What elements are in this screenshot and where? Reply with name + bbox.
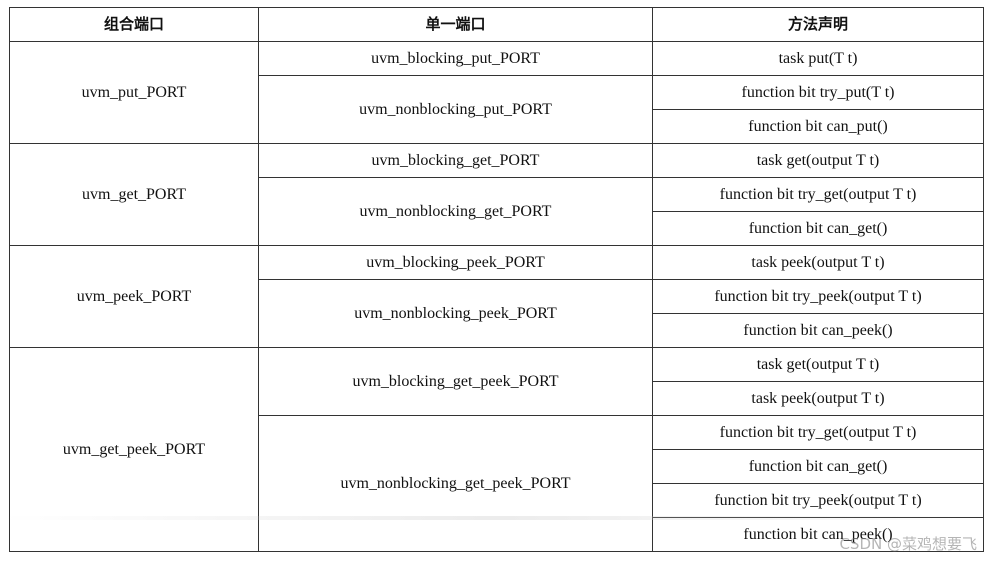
- method-declaration-cell: function bit can_peek(): [652, 313, 984, 348]
- method-declaration-cell: function bit can_peek(): [652, 517, 984, 552]
- combo-port-cell: uvm_get_peek_PORT: [9, 347, 259, 552]
- table-row: task peek(output T t): [10, 381, 984, 416]
- single-port-cell: uvm_nonblocking_get_peek_PORT: [258, 415, 653, 552]
- single-port-cell: uvm_nonblocking_get_PORT: [258, 177, 653, 246]
- method-declaration-cell: function bit try_get(output T t): [652, 415, 984, 450]
- method-declaration-cell: task peek(output T t): [652, 245, 984, 280]
- combo-port-cell: uvm_put_PORT: [9, 41, 259, 144]
- method-declaration-cell: function bit can_get(): [652, 211, 984, 246]
- method-declaration-cell: function bit can_get(): [652, 449, 984, 484]
- method-declaration-cell: function bit try_put(T t): [652, 75, 984, 110]
- header-single-port: 单一端口: [258, 7, 653, 42]
- method-declaration-cell: task peek(output T t): [652, 381, 984, 416]
- method-declaration-cell: task get(output T t): [652, 143, 984, 178]
- table-row: function bit can_get(): [10, 449, 984, 484]
- header-row: 组合端口 单一端口 方法声明: [9, 7, 984, 42]
- method-declaration-cell: task put(T t): [652, 41, 984, 76]
- header-method-declaration: 方法声明: [652, 7, 984, 42]
- method-declaration-cell: task get(output T t): [652, 347, 984, 382]
- table-row: function bit try_peek(output T t): [10, 483, 984, 518]
- header-combo-port: 组合端口: [9, 7, 259, 42]
- single-port-cell: uvm_blocking_put_PORT: [258, 41, 653, 76]
- method-declaration-cell: function bit can_put(): [652, 109, 984, 144]
- combo-port-cell: uvm_get_PORT: [9, 143, 259, 246]
- single-port-cell: uvm_blocking_peek_PORT: [258, 245, 653, 280]
- image-fade-line: [0, 516, 991, 520]
- table-row: function bit can_peek(): [10, 313, 984, 348]
- method-declaration-cell: function bit try_get(output T t): [652, 177, 984, 212]
- table-row: function bit can_get(): [10, 211, 984, 246]
- single-port-cell: uvm_nonblocking_peek_PORT: [258, 279, 653, 348]
- method-declaration-cell: function bit try_peek(output T t): [652, 483, 984, 518]
- method-declaration-cell: function bit try_peek(output T t): [652, 279, 984, 314]
- table-header: 组合端口 单一端口 方法声明: [9, 7, 984, 42]
- single-port-cell: uvm_nonblocking_put_PORT: [258, 75, 653, 144]
- table-row: function bit can_peek(): [10, 517, 984, 552]
- single-port-cell: uvm_blocking_get_peek_PORT: [258, 347, 653, 416]
- combo-port-cell: uvm_peek_PORT: [9, 245, 259, 348]
- single-port-cell: uvm_blocking_get_PORT: [258, 143, 653, 178]
